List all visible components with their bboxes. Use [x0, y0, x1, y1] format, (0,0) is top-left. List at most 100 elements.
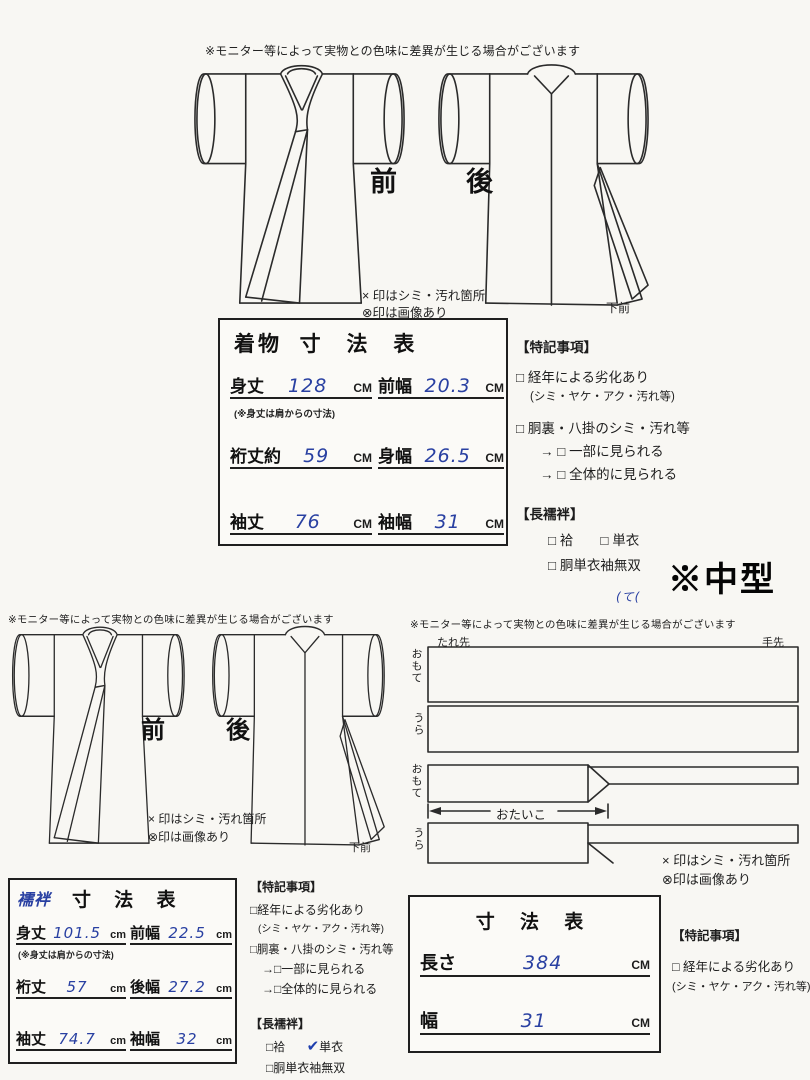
note-lining-stain: □ 胴裏・八掛のシミ・汚れ等 — [516, 421, 690, 436]
obi-field-width-label: 幅 — [420, 1011, 438, 1031]
obi-field-length-value: 384 — [523, 952, 563, 974]
juban-field-yukitake-unit: cm — [110, 983, 126, 995]
nagajuban-heading: 【長襦袢】 — [516, 507, 584, 522]
juban-color-disclaimer: ※モニター等によって実物との色味に差異が生じる場合がございます — [8, 615, 334, 626]
juban-field-sodetake-label: 袖丈 — [16, 1031, 47, 1048]
kimono-color-disclaimer: ※モニター等によって実物との色味に差異が生じる場合がございます — [205, 44, 581, 58]
hitoe-check-mark: ✔ — [306, 1038, 320, 1055]
juban-field-yukitake-label: 裄丈 — [16, 979, 47, 996]
size-label: ※中型 — [668, 562, 776, 599]
obi-color-disclaimer: ※モニター等によって実物との色味に差異が生じる場合がございます — [410, 620, 736, 631]
juban-field-sodetake-value: 74.7 — [58, 1030, 96, 1048]
juban-field-sodehaba: 袖幅 32 cm — [130, 1028, 232, 1051]
field-mitake-value: 128 — [288, 375, 328, 397]
juban-option-awase: □袷 — [266, 1040, 286, 1054]
juban-front-outline — [11, 626, 185, 844]
juban-nagajuban-options: □袷 ✔単衣 — [266, 1037, 400, 1055]
obi-stain-legend: × 印はシミ・汚れ箇所 — [662, 853, 791, 868]
kimono-image-legend: ⊗印は画像あり — [362, 306, 448, 320]
mitake-note: (※身丈は肩からの寸法) — [234, 409, 336, 420]
obi-field-length: 長さ 384 CM — [420, 949, 650, 977]
otaiko-arrow — [427, 803, 609, 819]
handwritten-mark: (て( — [616, 590, 641, 604]
obi-field-length-label: 長さ — [420, 953, 456, 973]
juban-field-ushirohaba-label: 後幅 — [130, 979, 161, 996]
kimono-measurement-table: 着物 寸 法 表 身丈 128 CM 前幅 20.3 CM (※身丈は肩からの寸… — [218, 318, 508, 546]
obi-image-legend: ⊗印は画像あり — [662, 872, 751, 887]
field-mitake-label: 身丈 — [230, 377, 264, 396]
kimono-stain-legend: × 印はシミ・汚れ箇所 — [362, 289, 486, 303]
juban-option-dou: □胴単衣袖無双 — [266, 1061, 346, 1075]
field-maehaba-unit: CM — [485, 381, 504, 395]
field-sodetake-label: 袖丈 — [230, 513, 264, 532]
juban-field-ushirohaba-value: 27.2 — [168, 978, 206, 996]
juban-table-title: 寸 法 表 — [72, 890, 185, 911]
juban-note-overall: →□全体的に見られる — [262, 982, 378, 996]
obi-omote-folded-strip — [427, 764, 799, 803]
obi-ura-folded-strip — [427, 822, 799, 864]
kimono-notes-panel: 【特記事項】 □ 経年による劣化あり (シミ・ヤケ・アク・汚れ等) □ 胴裏・八… — [516, 336, 776, 605]
field-mihaba-value: 26.5 — [424, 445, 471, 467]
obi-ura-label-2: うら — [412, 827, 424, 851]
juban-field-mitake-label: 身丈 — [16, 925, 47, 942]
juban-notes-panel: 【特記事項】 □経年による劣化あり (シミ・ヤケ・アク・汚れ等) □胴裏・八掛の… — [250, 878, 400, 1076]
field-yukitake-label: 裄丈約 — [230, 447, 281, 466]
juban-lower-front-label: 下前 — [349, 842, 371, 854]
field-sodehaba-label: 袖幅 — [378, 513, 412, 532]
field-maehaba: 前幅 20.3 CM — [378, 372, 504, 399]
field-sodehaba-value: 31 — [434, 511, 461, 533]
field-sodetake-unit: CM — [353, 517, 372, 531]
juban-stain-legend: × 印はシミ・汚れ箇所 — [148, 812, 267, 826]
juban-field-sodetake: 袖丈 74.7 cm — [16, 1028, 126, 1051]
obi-note-deterioration-detail: (シミ・ヤケ・アク・汚れ等) — [672, 981, 810, 993]
obi-field-width-unit: CM — [631, 1016, 650, 1030]
juban-image-legend: ⊗印は画像あり — [148, 830, 231, 844]
juban-back-label: 後 — [226, 717, 250, 744]
obi-ura-full-strip — [427, 705, 799, 753]
juban-note-deterioration: □経年による劣化あり — [250, 903, 365, 917]
field-sodetake: 袖丈 76 CM — [230, 508, 372, 535]
juban-front-label: 前 — [141, 717, 165, 744]
juban-field-sodetake-unit: cm — [110, 1035, 126, 1047]
juban-note-partial: →□一部に見られる — [262, 962, 366, 976]
kimono-front-back-diagram — [194, 64, 649, 306]
field-mihaba-label: 身幅 — [378, 447, 412, 466]
otaiko-label: おたいこ — [496, 808, 547, 822]
field-mitake: 身丈 128 CM — [230, 372, 372, 399]
nagajuban-awase-hitoe: □ 袷 □ 単衣 — [548, 533, 640, 548]
juban-nagajuban-heading: 【長襦袢】 — [250, 1017, 311, 1031]
obi-te-saki-label: 手先 — [762, 637, 784, 649]
juban-field-ushirohaba-unit: cm — [216, 983, 232, 995]
obi-note-deterioration: □ 経年による劣化あり — [672, 960, 796, 974]
obi-measurement-table: 寸 法 表 長さ 384 CM 幅 31 CM — [408, 895, 661, 1053]
kimono-back-label: 後 — [466, 167, 493, 197]
field-sodehaba-unit: CM — [485, 517, 504, 531]
obi-ura-label-1: うら — [412, 712, 424, 736]
juban-field-maehaba: 前幅 22.5 cm — [130, 922, 232, 945]
field-maehaba-value: 20.3 — [424, 375, 471, 397]
field-maehaba-label: 前幅 — [378, 377, 412, 396]
obi-omote-label-2: おもて — [410, 763, 422, 799]
juban-mitake-note: (※身丈は肩からの寸法) — [18, 950, 114, 960]
juban-field-mitake-unit: cm — [110, 929, 126, 941]
juban-field-yukitake-value: 57 — [66, 978, 88, 996]
kimono-notes-heading: 【特記事項】 — [516, 340, 597, 355]
obi-field-length-unit: CM — [631, 958, 650, 972]
field-mitake-unit: CM — [353, 381, 372, 395]
juban-field-mitake: 身丈 101.5 cm — [16, 922, 126, 945]
obi-field-width: 幅 31 CM — [420, 1007, 650, 1035]
kimono-lower-front-label: 下前 — [606, 301, 631, 315]
field-sodetake-value: 76 — [294, 511, 321, 533]
obi-omote-label-1: おもて — [410, 648, 422, 684]
juban-option-hitoe: 単衣 — [319, 1040, 344, 1054]
obi-omote-full-strip — [427, 646, 799, 703]
obi-notes-heading: 【特記事項】 — [672, 929, 748, 943]
juban-notes-heading: 【特記事項】 — [250, 880, 323, 894]
note-overall: → □ 全体的に見られる — [540, 467, 678, 482]
note-deterioration-detail: (シミ・ヤケ・アク・汚れ等) — [530, 391, 675, 403]
field-mihaba: 身幅 26.5 CM — [378, 442, 504, 469]
juban-note-deterioration-detail: (シミ・ヤケ・アク・汚れ等) — [258, 924, 384, 935]
juban-field-maehaba-value: 22.5 — [168, 924, 206, 942]
obi-notes-panel: 【特記事項】 □ 経年による劣化あり (シミ・ヤケ・アク・汚れ等) — [672, 925, 810, 994]
